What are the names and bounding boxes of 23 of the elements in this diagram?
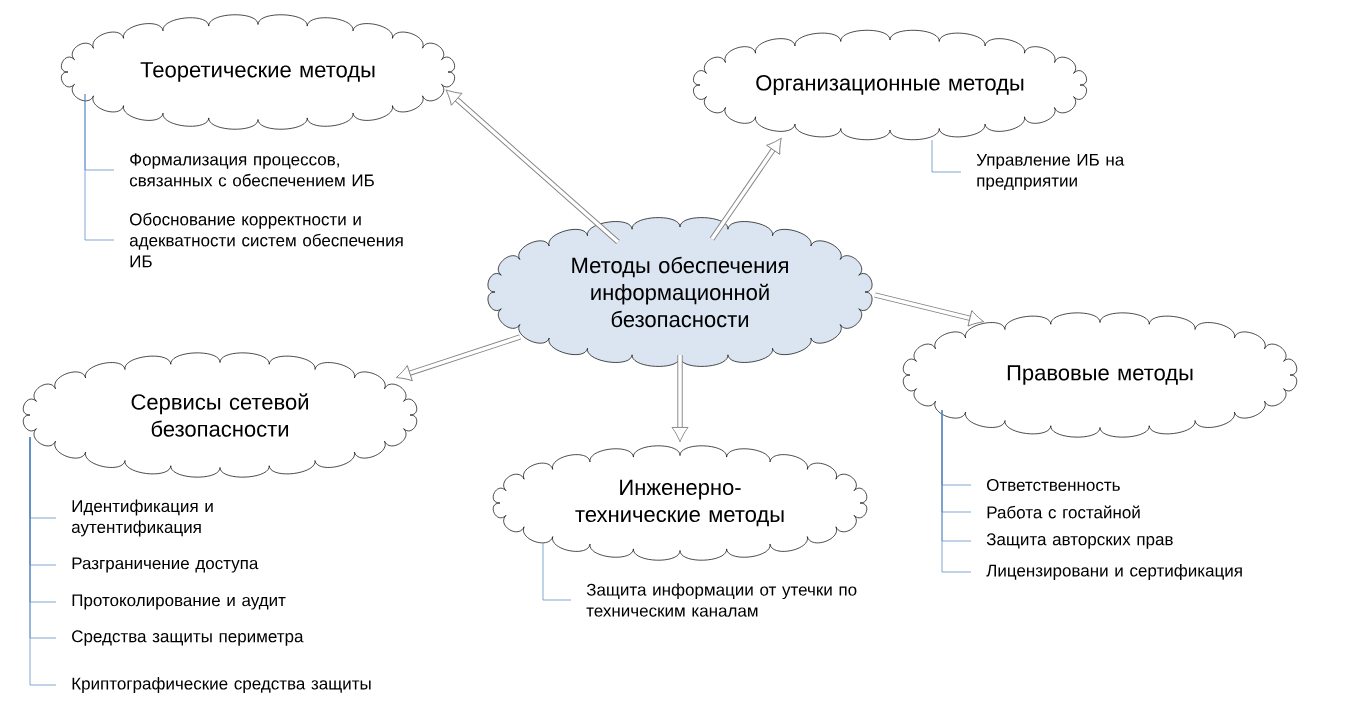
tree-connector (542, 542, 572, 601)
tree-connector (941, 409, 972, 573)
list-item: Разграничение доступа (72, 557, 259, 573)
list-item: Защита информации от утечки по техническим каналам (586, 583, 857, 617)
list-item: Формализация процессов, связанных с обеспечением ИБ (129, 153, 374, 187)
list-item: Средства защиты периметра (72, 630, 304, 646)
list-item: Ответственность (987, 479, 1120, 492)
arrow (671, 355, 689, 443)
list-item: Управление ИБ на предприятии (976, 153, 1125, 191)
list-item: Лицензировани и сертификация (986, 564, 1242, 580)
tree-connector (84, 93, 115, 241)
list-item: Протоколирование и аудит (72, 594, 286, 610)
tree-connector (931, 139, 962, 173)
list-item: Идентификация и аутентификация (71, 499, 213, 537)
list-item: Работа с гостайной (987, 505, 1140, 519)
arrow (874, 292, 985, 327)
list-item: Криптографические средства защиты (72, 677, 371, 693)
list-item: Обоснование корректности и адекватности систем обеспечения ИБ (129, 212, 403, 268)
arrow (709, 137, 782, 241)
arrow (445, 89, 620, 244)
list-item: Защита авторских прав (986, 533, 1173, 549)
arrow (395, 334, 521, 382)
tree-connector (29, 436, 57, 686)
